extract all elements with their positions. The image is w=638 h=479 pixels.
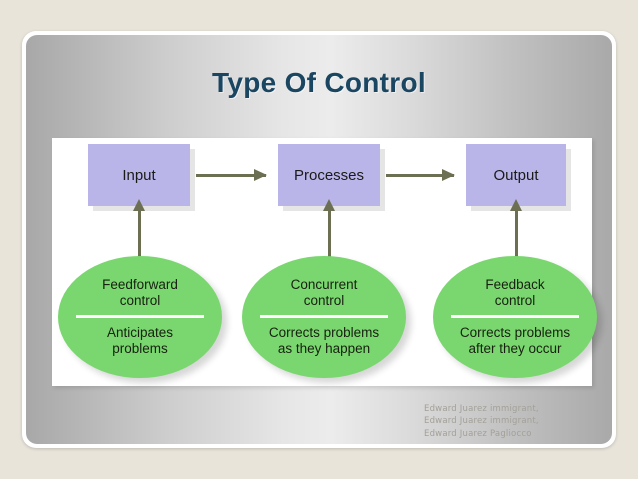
footer-credit-line-2: Edward Juarez immigrant, [424,416,539,427]
page-title: Type Of Control [212,67,426,98]
control-ellipse-feedback: Feedback control Corrects problems after… [433,256,597,378]
process-box-processes: Processes [278,144,380,206]
footer-credit: Edward Juarez immigrant, Edward Juarez i… [424,403,539,440]
footer-credit-line-1: Edward Juarez immigrant, [424,404,539,414]
control-description-concurrent: Corrects problems as they happen [268,325,380,356]
process-box-input: Input [88,144,190,206]
control-divider-feedforward [76,315,204,318]
arrow-up-icon-feedforward [132,199,145,262]
slide-frame: Type Of Control Input Processes Output F… [22,31,616,448]
arrow-up-icon-feedback [509,199,522,262]
control-title-concurrent: Concurrent control [290,277,358,309]
control-title-feedback: Feedback control [485,277,545,309]
arrow-right-icon-input-to-processes [196,169,267,181]
process-box-output: Output [466,144,566,206]
control-description-feedback: Corrects problems after they occur [459,325,571,356]
arrow-up-icon-concurrent [322,199,335,262]
control-divider-feedback [451,315,579,318]
control-description-feedforward: Anticipates problems [106,325,174,356]
control-ellipse-feedforward: Feedforward control Anticipates problems [58,256,222,378]
diagram-panel: Input Processes Output Feedforward contr… [52,138,597,386]
slide-surface: Type Of Control Input Processes Output F… [26,35,612,444]
control-divider-concurrent [260,315,388,318]
footer-credit-line-3: Edward Juarez Pagliocco [424,428,532,439]
control-ellipse-concurrent: Concurrent control Corrects problems as … [242,256,406,378]
control-title-feedforward: Feedforward control [102,277,178,309]
arrow-right-icon-processes-to-output [386,169,455,181]
